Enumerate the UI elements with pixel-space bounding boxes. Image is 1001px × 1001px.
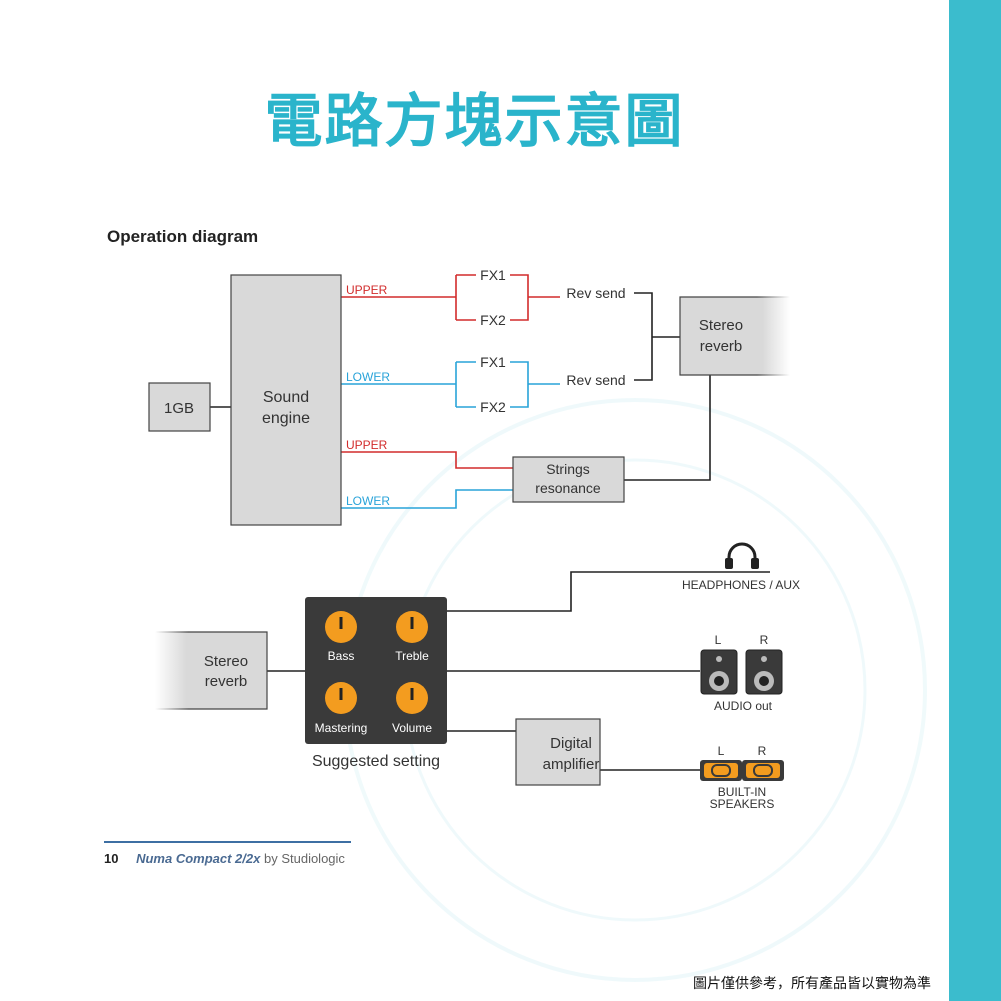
audio-out-right-jack-icon [745, 649, 783, 695]
upper-label-2: UPPER [346, 438, 388, 452]
fx1-lower-label: FX1 [480, 354, 506, 370]
disclaimer: 圖片僅供參考，所有產品皆以實物為準 [693, 976, 931, 992]
mastering-knob-label: Mastering [315, 721, 368, 735]
sound-engine-block [230, 274, 342, 526]
lower-label-2: LOWER [346, 494, 390, 508]
speaker-right-icon [742, 760, 784, 781]
treble-knob-icon[interactable] [396, 611, 428, 643]
footer: 10 Numa Compact 2/2x by Studiologic [104, 851, 345, 866]
speaker-left-icon [700, 760, 742, 781]
gb-label: 1GB [164, 400, 194, 417]
stereo-reverb-lower-line1: Stereo [204, 653, 248, 670]
speakers-label-line2: SPEAKERS [710, 797, 775, 811]
digital-amplifier-block [515, 718, 601, 786]
footer-divider [104, 841, 351, 843]
audio-out-r-label: R [760, 633, 769, 647]
bass-knob-label: Bass [328, 649, 355, 663]
volume-knob-label: Volume [392, 721, 432, 735]
strings-resonance-line2: resonance [535, 480, 601, 496]
sound-engine-label-line2: engine [262, 410, 310, 427]
page-number: 10 [104, 851, 119, 866]
rev-send-lower-label: Rev send [566, 372, 625, 388]
section-title: Operation diagram [107, 227, 259, 246]
page-title: 電路方塊示意圖 [264, 87, 685, 155]
audio-out-l-label: L [715, 633, 722, 647]
stereo-reverb-lower-line2: reverb [205, 673, 248, 690]
digital-amplifier-line2: amplifier [543, 756, 600, 773]
speaker-r-label: R [758, 744, 767, 758]
side-accent-bar [949, 0, 1001, 1001]
output-wires [267, 571, 770, 771]
strings-resonance-block [512, 456, 625, 503]
speaker-l-label: L [718, 744, 725, 758]
gb-block [148, 382, 211, 432]
audio-out-label: AUDIO out [714, 699, 773, 713]
signal-wires [210, 274, 711, 509]
suggested-setting-caption: Suggested setting [312, 753, 440, 770]
lower-label-1: LOWER [346, 370, 390, 384]
sound-engine-label-line1: Sound [263, 389, 309, 406]
digital-amplifier-line1: Digital [550, 735, 592, 752]
mastering-knob-icon[interactable] [325, 682, 357, 714]
treble-knob-label: Treble [395, 649, 429, 663]
headphones-icon [725, 542, 759, 569]
stereo-reverb-upper-line1: Stereo [699, 317, 743, 334]
stereo-reverb-block-lower [155, 632, 267, 709]
fx1-upper-label: FX1 [480, 267, 506, 283]
fx2-upper-label: FX2 [480, 312, 506, 328]
fx2-lower-label: FX2 [480, 399, 506, 415]
stereo-reverb-block-upper [680, 297, 790, 375]
audio-out-left-jack-icon [700, 649, 738, 695]
headphones-aux-label: HEADPHONES / AUX [682, 578, 800, 592]
rev-send-upper-label: Rev send [566, 285, 625, 301]
model-name: Numa Compact 2/2x [136, 851, 261, 866]
strings-resonance-line1: Strings [546, 461, 590, 477]
stereo-reverb-upper-line2: reverb [700, 338, 743, 355]
upper-label-1: UPPER [346, 283, 388, 297]
bass-knob-icon[interactable] [325, 611, 357, 643]
brand-name: by Studiologic [263, 851, 345, 866]
volume-knob-icon[interactable] [396, 682, 428, 714]
speakers-label-line1: BUILT-IN [718, 785, 766, 799]
